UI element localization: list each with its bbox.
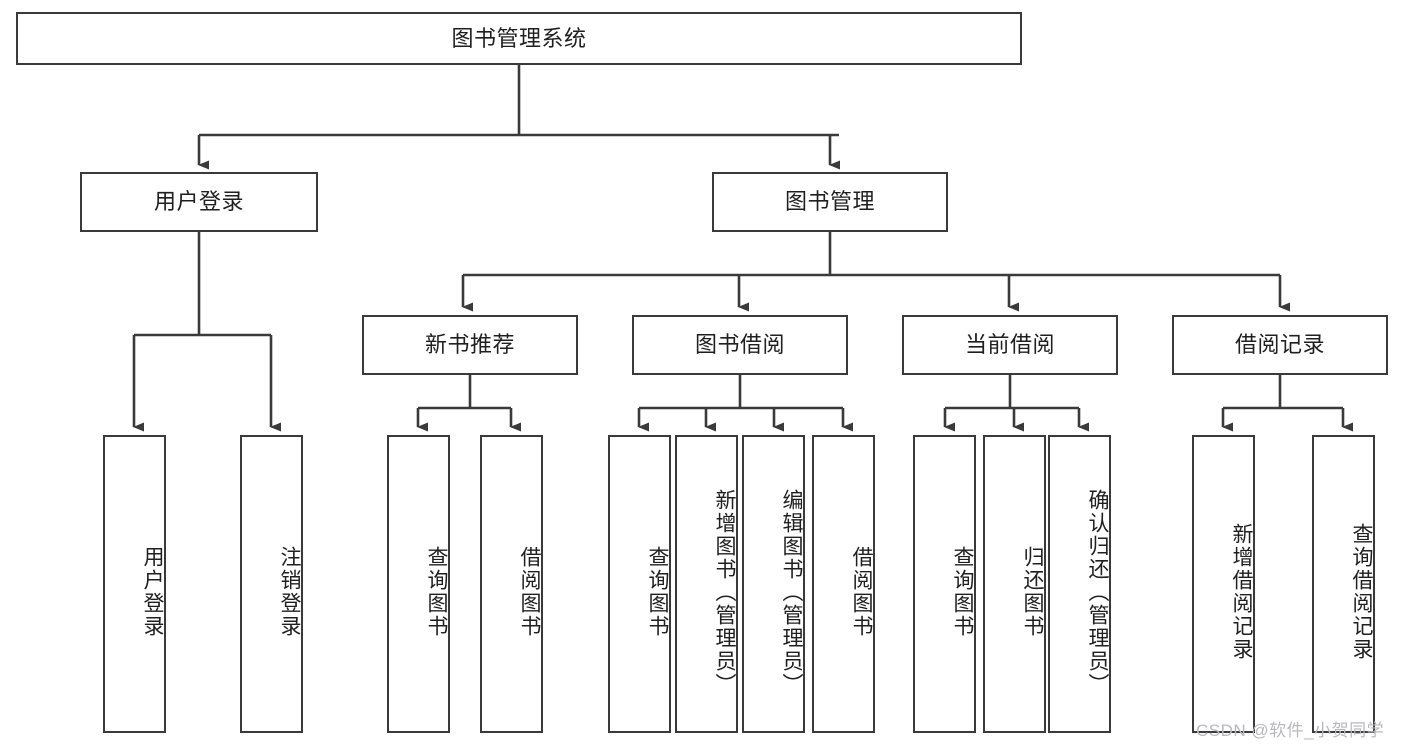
csdn-watermark: CSDN @软件_小贺同学 bbox=[1196, 716, 1384, 741]
node-label: 借阅图书 bbox=[518, 546, 541, 638]
node-label: 借阅记录 bbox=[1234, 332, 1325, 358]
leaf-current-return-books[interactable]: 归还图书 bbox=[983, 435, 1046, 733]
leaf-records-add-record[interactable]: 新增借阅记录 bbox=[1192, 435, 1255, 733]
node-label: 新增借阅记录 bbox=[1230, 523, 1253, 661]
node-label: 查询图书 bbox=[951, 546, 974, 638]
leaf-records-query-record[interactable]: 查询借阅记录 bbox=[1312, 435, 1375, 733]
node-borrow-records[interactable]: 借阅记录 bbox=[1172, 315, 1388, 375]
node-book-management[interactable]: 图书管理 bbox=[712, 172, 948, 232]
node-label: 注销登录 bbox=[278, 546, 301, 638]
node-label: 新增图书（管理员） bbox=[713, 488, 736, 696]
node-label: 用户登录 bbox=[141, 546, 164, 638]
node-label: 归还图书 bbox=[1021, 546, 1044, 638]
node-label: 图书管理 bbox=[784, 189, 875, 215]
node-label: 当前借阅 bbox=[964, 332, 1055, 358]
leaf-user-login-logout[interactable]: 注销登录 bbox=[240, 435, 303, 733]
node-label: 查询借阅记录 bbox=[1350, 523, 1373, 661]
node-label: 新书推荐 bbox=[424, 332, 515, 358]
node-root-book-management-system[interactable]: 图书管理系统 bbox=[16, 12, 1022, 65]
leaf-new-book-borrow-books[interactable]: 借阅图书 bbox=[480, 435, 543, 733]
leaf-borrow-borrow-books[interactable]: 借阅图书 bbox=[812, 435, 875, 733]
node-label: 确认归还（管理员） bbox=[1086, 488, 1109, 696]
node-label: 用户登录 bbox=[153, 189, 244, 215]
node-book-borrowing[interactable]: 图书借阅 bbox=[632, 315, 848, 375]
node-user-login[interactable]: 用户登录 bbox=[80, 172, 318, 232]
leaf-borrow-edit-book-admin[interactable]: 编辑图书（管理员） bbox=[742, 435, 805, 733]
leaf-user-login-signin[interactable]: 用户登录 bbox=[103, 435, 166, 733]
node-label: 图书借阅 bbox=[694, 332, 785, 358]
leaf-current-query-books[interactable]: 查询图书 bbox=[913, 435, 976, 733]
node-label: 查询图书 bbox=[646, 546, 669, 638]
watermark-text: CSDN @软件_小贺同学 bbox=[1196, 721, 1385, 740]
leaf-current-confirm-return-admin[interactable]: 确认归还（管理员） bbox=[1048, 435, 1111, 733]
node-new-book-recommendation[interactable]: 新书推荐 bbox=[362, 315, 578, 375]
node-label: 借阅图书 bbox=[850, 546, 873, 638]
node-current-borrowing[interactable]: 当前借阅 bbox=[902, 315, 1118, 375]
leaf-new-book-query-books[interactable]: 查询图书 bbox=[387, 435, 450, 733]
node-label: 查询图书 bbox=[425, 546, 448, 638]
leaf-borrow-add-book-admin[interactable]: 新增图书（管理员） bbox=[675, 435, 738, 733]
leaf-borrow-query-books[interactable]: 查询图书 bbox=[608, 435, 671, 733]
node-label: 编辑图书（管理员） bbox=[780, 488, 803, 696]
node-label: 图书管理系统 bbox=[451, 25, 587, 51]
